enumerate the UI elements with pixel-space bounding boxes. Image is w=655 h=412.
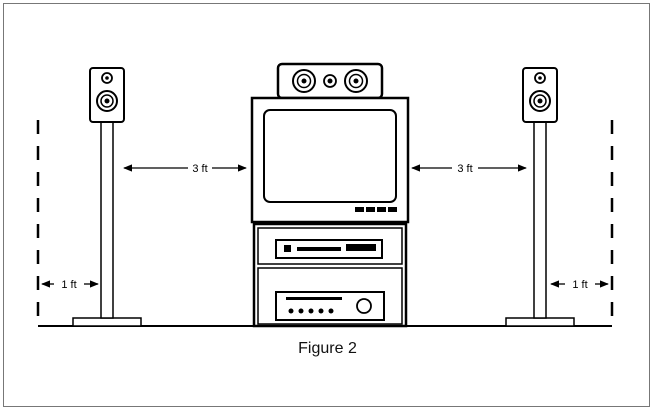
right-speaker-stand: [505, 121, 575, 327]
dimension-label-right-3ft: 3 ft: [457, 163, 472, 175]
dimension-right-speaker-to-tv: 3 ft: [411, 163, 527, 175]
dimension-right-wall-to-speaker: 1 ft: [550, 279, 609, 291]
dimension-left-speaker-to-tv: 3 ft: [123, 163, 247, 175]
receiver-icon: [275, 291, 385, 321]
right-speaker-icon: [522, 67, 558, 123]
center-speaker-icon: [276, 62, 384, 100]
dimension-label-left-3ft: 3 ft: [192, 163, 207, 175]
left-speaker-icon: [89, 67, 125, 123]
television-icon: [250, 96, 410, 224]
dimension-left-wall-to-speaker: 1 ft: [41, 279, 99, 291]
figure-caption: Figure 2: [298, 340, 357, 357]
dimension-label-left-1ft: 1 ft: [61, 279, 76, 291]
dimension-label-right-1ft: 1 ft: [572, 279, 587, 291]
left-speaker-stand: [72, 121, 142, 327]
video-player-icon: [275, 239, 383, 259]
